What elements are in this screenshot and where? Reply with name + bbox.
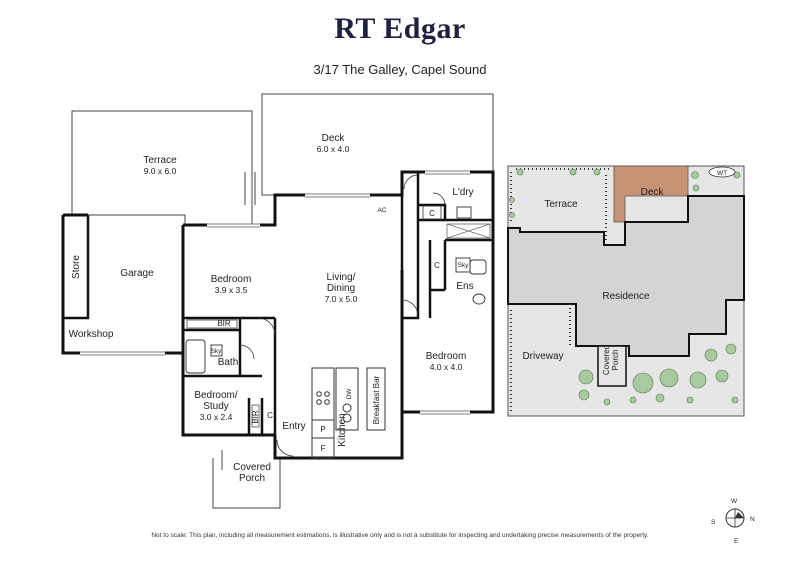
site-porch-label-2: Porch — [611, 350, 620, 371]
shower-cross — [446, 223, 491, 239]
porch-label-2: Porch — [239, 473, 265, 484]
property-address: 3/17 The Galley, Capel Sound — [313, 62, 487, 77]
bir2-label: BIR — [251, 410, 260, 424]
toilet — [472, 293, 486, 305]
laundry-cupboard-label: C — [429, 209, 435, 218]
laundry-tub — [456, 206, 472, 219]
bedroom2-label: Bedroom — [426, 351, 467, 362]
garage-label: Garage — [120, 268, 154, 279]
site-trees — [509, 168, 741, 406]
study-label-2: Study — [203, 401, 229, 412]
kitchen-fixtures — [186, 319, 386, 459]
bathtub — [185, 339, 206, 374]
deck-outline — [261, 93, 494, 196]
site-porch-label-1: Covered — [602, 345, 611, 375]
compass-w: W — [731, 498, 738, 505]
bedroom2-dim: 4.0 x 4.0 — [430, 362, 463, 372]
site-driveway-label: Driveway — [522, 351, 563, 362]
site-residence — [507, 195, 745, 357]
door-swings — [239, 174, 446, 457]
compass-e: E — [734, 538, 739, 545]
ac-label: AC — [377, 207, 386, 214]
window-lines — [80, 170, 470, 415]
living-label-1: Living/ — [327, 272, 356, 283]
bedroom1-label: Bedroom — [211, 274, 252, 285]
bir-shelf — [186, 319, 238, 329]
fridge-box — [311, 437, 335, 459]
workshop-label: Workshop — [69, 329, 114, 340]
site-hedges — [510, 168, 610, 412]
sky2-label: Sky — [458, 262, 470, 269]
porch-label-1: Covered — [233, 462, 271, 473]
compass-n: N — [750, 516, 755, 523]
disclaimer-text: Not to scale: This plan, including all m… — [151, 532, 649, 539]
vanity — [469, 259, 487, 275]
laundry-label: L'dry — [452, 187, 473, 198]
ens-label: Ens — [456, 281, 473, 292]
site-deck — [613, 165, 689, 223]
compass: W N S E — [711, 498, 755, 545]
fridge-label: F — [321, 444, 326, 453]
living-dim: 7.0 x 5.0 — [325, 294, 358, 304]
pantry-label: P — [320, 425, 325, 434]
compass-s: S — [711, 519, 716, 526]
terrace-label: Terrace — [143, 155, 177, 166]
bedroom1-dim: 3.9 x 3.5 — [215, 285, 248, 295]
kitchen-island — [335, 367, 359, 431]
living-label-2: Dining — [327, 283, 355, 294]
breakfast-bar — [366, 367, 386, 431]
brand-title: RT Edgar — [334, 12, 466, 45]
deck-label: Deck — [322, 133, 346, 144]
site-terrace-label: Terrace — [544, 199, 578, 210]
study-dim: 3.0 x 2.4 — [200, 412, 233, 422]
ens-cupboard-label: C — [434, 261, 440, 270]
dishwasher-label: DW — [346, 388, 353, 400]
water-tank — [708, 166, 736, 178]
study-label-1: Bedroom/ — [194, 390, 238, 401]
sky-window-ens — [455, 257, 471, 273]
site-plan: WT Deck Terrace Residence Driveway Cover… — [507, 165, 745, 417]
kitchen-label: Kitchen — [337, 413, 348, 446]
site-deck-label: Deck — [641, 187, 665, 198]
deck-dim: 6.0 x 4.0 — [317, 144, 350, 154]
site-residence-label: Residence — [602, 291, 650, 302]
entry-cupboard-label: C — [267, 411, 273, 420]
sky-window — [210, 344, 223, 357]
entry-label: Entry — [282, 421, 305, 432]
site-wt-label: WT — [717, 170, 727, 177]
breakfast-bar-label: Breakfast Bar — [372, 375, 381, 424]
store-label: Store — [71, 255, 82, 279]
bath-label: Bath — [218, 357, 239, 368]
sky1-label: Sky — [211, 348, 223, 355]
interior-walls — [63, 172, 493, 435]
bir1-label: BIR — [217, 319, 231, 328]
bathroom-fixtures — [185, 206, 491, 374]
window-gaps — [80, 170, 470, 414]
terrace-dim: 9.0 x 6.0 — [144, 166, 177, 176]
porch-outline — [212, 458, 281, 509]
floor-plan-labels: Terrace 9.0 x 6.0 Deck 6.0 x 4.0 Garage … — [69, 133, 474, 484]
site-porch — [597, 345, 627, 387]
